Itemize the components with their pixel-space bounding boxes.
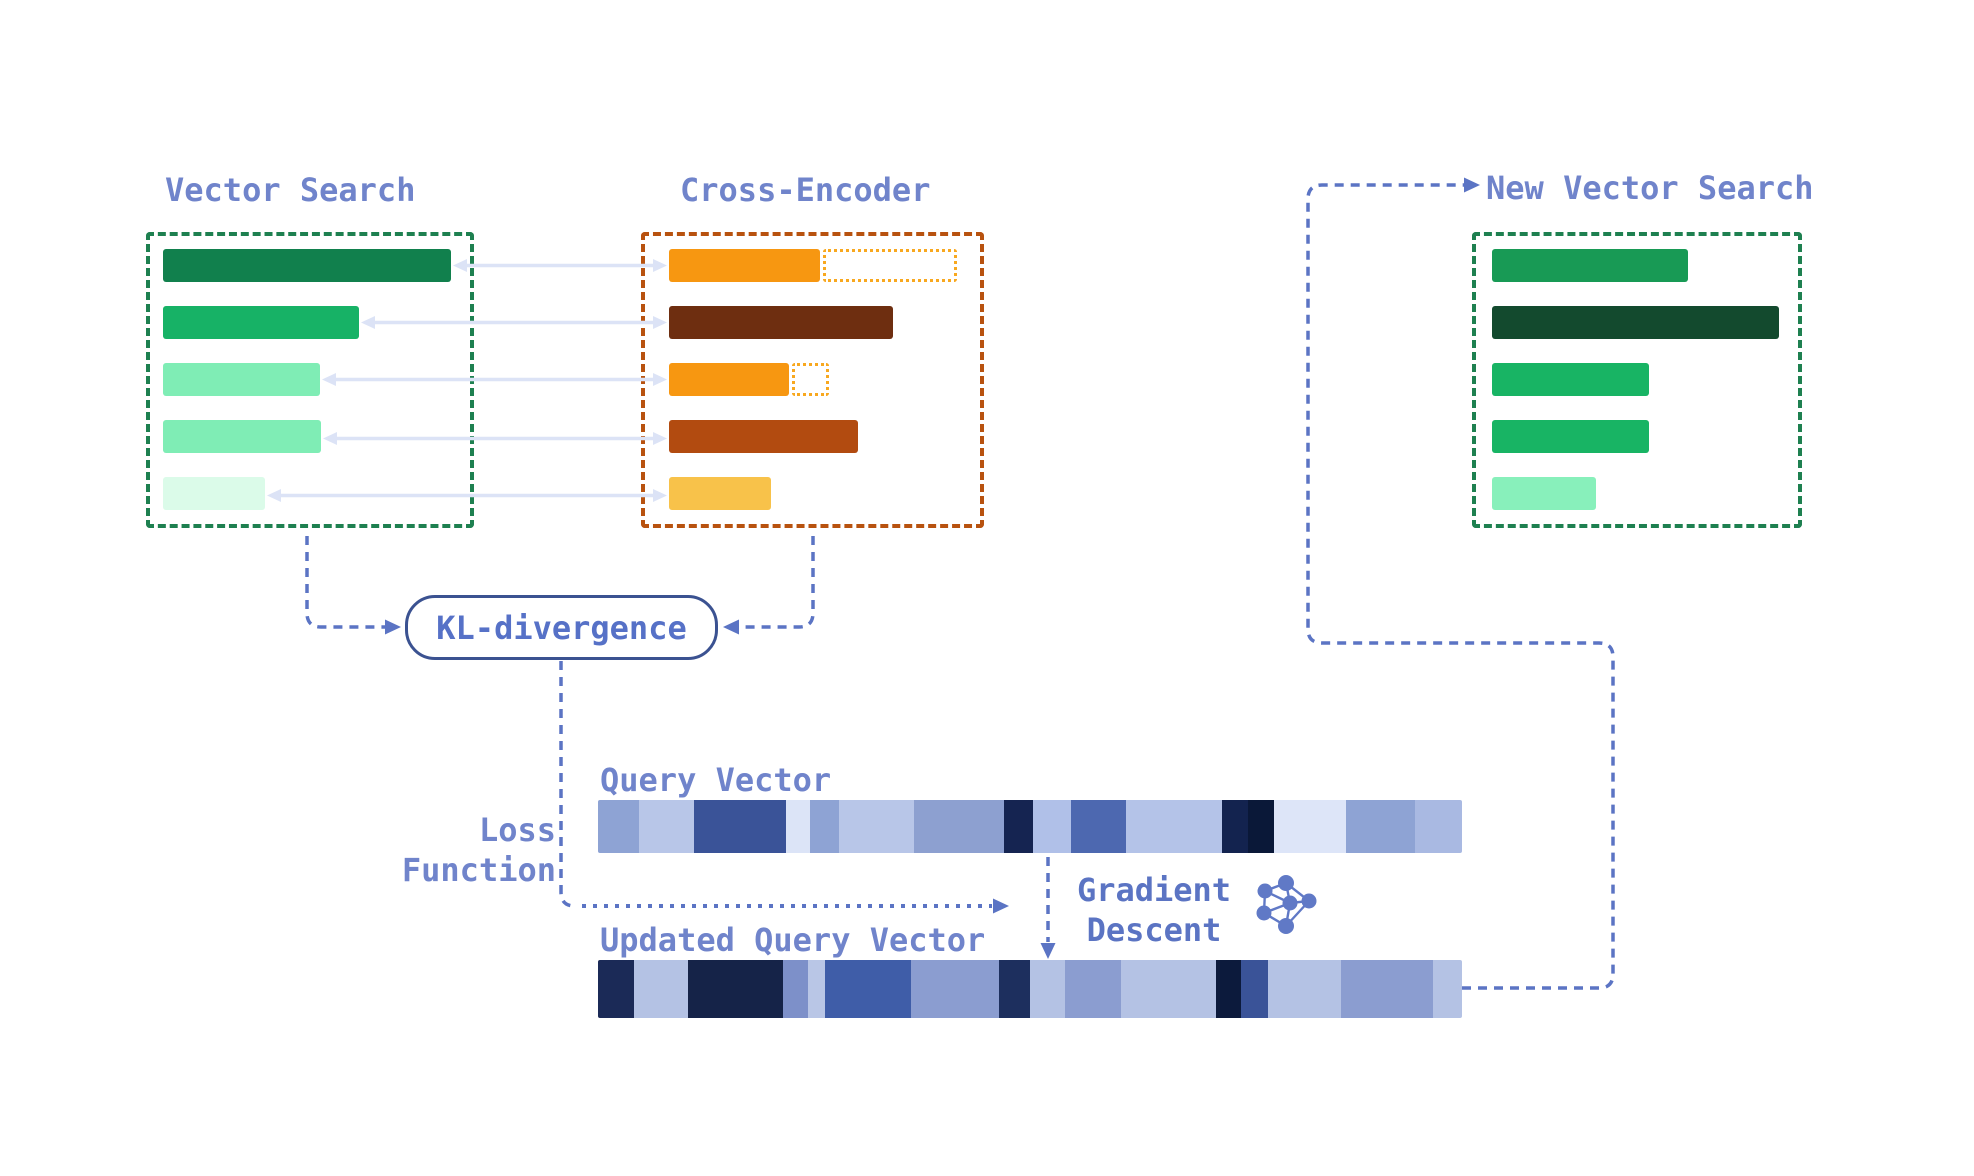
score-bar: [669, 420, 858, 453]
vector-cell: [1121, 960, 1216, 1018]
vector-cell: [1004, 800, 1033, 853]
vector-cell: [1126, 800, 1222, 853]
score-bar: [163, 306, 359, 339]
vector-cell: [914, 800, 1004, 853]
score-bar-row: [669, 363, 957, 396]
score-bar-row: [163, 363, 451, 396]
vector-cell: [783, 960, 808, 1018]
score-bar-row: [669, 477, 957, 510]
score-bar-row: [669, 420, 957, 453]
score-bar-dotted-extension: [792, 363, 829, 396]
vector-cell: [1216, 960, 1241, 1018]
score-bar-row: [1492, 306, 1779, 339]
score-bar-row: [163, 249, 451, 282]
kl-divergence-label: KL-divergence: [436, 608, 687, 647]
vector-cell: [688, 960, 783, 1018]
vector-search-to-kl-connector: [305, 536, 385, 629]
vector-cell: [694, 800, 786, 853]
score-bar-dotted-extension: [823, 249, 957, 282]
vector-cell: [1433, 960, 1462, 1018]
score-bar-row: [1492, 249, 1779, 282]
score-bar: [669, 249, 820, 282]
arrowhead-into-kl-right: [723, 619, 739, 635]
score-bar: [1492, 363, 1649, 396]
query-vector-strip: [598, 800, 1462, 853]
score-bar-row: [669, 249, 957, 282]
vector-cell: [786, 800, 810, 853]
score-bar-row: [163, 420, 451, 453]
score-bar: [163, 363, 320, 396]
arrowhead-loss-function: [993, 898, 1009, 914]
vector-cell: [1030, 960, 1065, 1018]
vector-cell: [1241, 960, 1268, 1018]
updated-query-vector-label: Updated Query Vector: [600, 921, 986, 959]
score-bar-row: [163, 477, 451, 510]
vector-cell: [1071, 800, 1126, 853]
vector-cell: [1222, 800, 1248, 853]
score-bar: [669, 306, 893, 339]
vector-cell: [999, 960, 1030, 1018]
score-bar: [163, 477, 265, 510]
score-bar: [163, 249, 451, 282]
score-bar: [669, 363, 789, 396]
score-bar-row: [1492, 420, 1779, 453]
vector-cell: [598, 800, 639, 853]
kl-to-loss-connector: [559, 661, 576, 908]
updated-query-vector-strip: [598, 960, 1462, 1018]
gradient-descent-label: Gradient Descent: [1076, 871, 1232, 949]
query-vector-label: Query Vector: [600, 761, 832, 799]
vector-cell: [1033, 800, 1071, 853]
vector-cell: [639, 800, 694, 853]
cross-encoder-to-kl-connector: [739, 536, 815, 629]
vector-cell: [808, 960, 825, 1018]
new-vector-search-bars: [1492, 249, 1779, 534]
arrowhead-into-kl-left: [385, 619, 401, 635]
vector-cell: [1268, 960, 1341, 1018]
network-graph-icon: [1256, 875, 1317, 934]
vector-search-title: Vector Search: [165, 171, 416, 209]
score-bar: [1492, 477, 1596, 510]
score-bar-row: [1492, 363, 1779, 396]
cross-encoder-bars: [669, 249, 957, 534]
loss-function-label: Loss Function: [401, 811, 556, 889]
score-bar: [1492, 249, 1688, 282]
vector-search-bars: [163, 249, 451, 534]
vector-cell: [1274, 800, 1346, 853]
vector-cell: [911, 960, 999, 1018]
vector-cell: [598, 960, 634, 1018]
score-bar: [1492, 420, 1649, 453]
score-bar: [669, 477, 771, 510]
arrowhead-new-vector-search: [1464, 177, 1480, 193]
vector-cell: [1346, 800, 1415, 853]
cross-encoder-title: Cross-Encoder: [680, 171, 931, 209]
vector-cell: [839, 800, 914, 853]
vector-cell: [1341, 960, 1433, 1018]
vector-cell: [1065, 960, 1121, 1018]
vector-cell: [810, 800, 839, 853]
score-bar-row: [1492, 477, 1779, 510]
score-bar-row: [669, 306, 957, 339]
vector-cell: [1415, 800, 1462, 853]
vector-cell: [1248, 800, 1274, 853]
new-vector-search-title: New Vector Search: [1486, 169, 1814, 207]
score-bar-row: [163, 306, 451, 339]
score-bar: [163, 420, 321, 453]
kl-divergence-node: KL-divergence: [405, 595, 718, 660]
score-bar: [1492, 306, 1779, 339]
vector-cell: [825, 960, 911, 1018]
vector-cell: [634, 960, 688, 1018]
